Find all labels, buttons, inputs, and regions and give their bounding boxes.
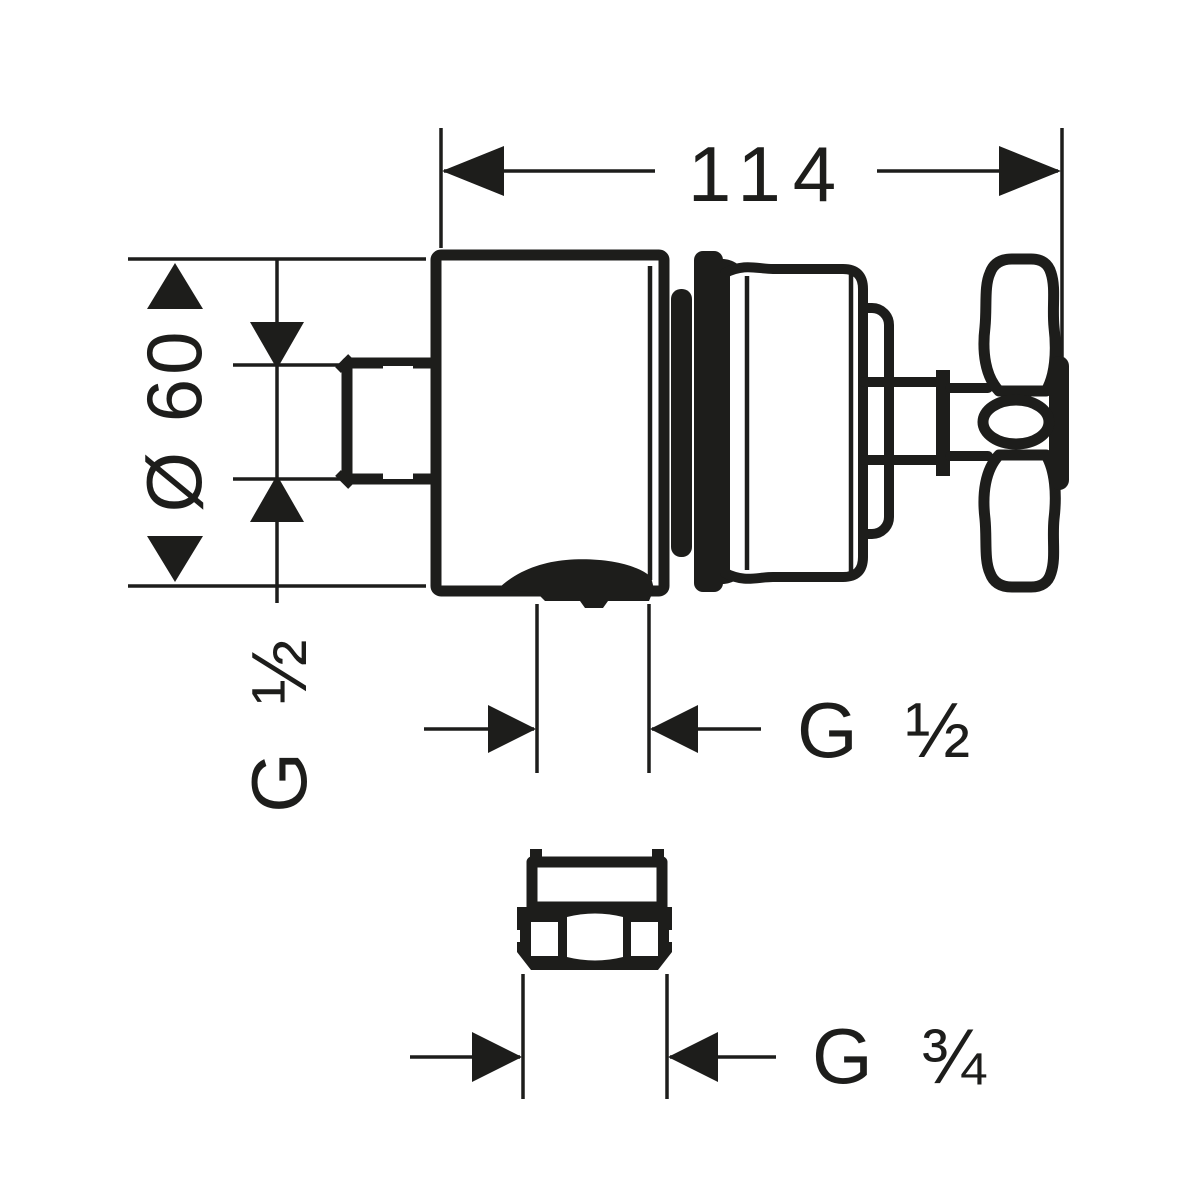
supply-thread-label-rotated: G ½ <box>235 639 323 812</box>
stem-flange <box>936 370 950 476</box>
dimension-diameter-60: Ø 60 <box>128 257 426 588</box>
supply-thread-label: G ½ <box>235 639 323 812</box>
arrowhead-left-icon <box>650 705 698 753</box>
cross-handle <box>977 253 1069 593</box>
hex-facet-left <box>531 922 558 956</box>
valve-body <box>430 249 670 597</box>
hex-facet-center <box>567 913 623 961</box>
supply-nipple <box>341 357 443 485</box>
arrowhead-left-icon <box>442 146 504 196</box>
arrowhead-left-icon <box>668 1032 718 1082</box>
diameter-label-rotated: Ø 60 <box>130 327 218 512</box>
nipple-notch-bottom <box>383 472 413 479</box>
handle-top-arm <box>978 253 1061 397</box>
nut-tab-left <box>530 849 542 859</box>
dimension-width-label: 114 <box>688 130 848 218</box>
nut-nick-left <box>514 930 520 942</box>
nut-collar <box>526 856 668 913</box>
hose-nut-view <box>514 849 675 970</box>
hose-thread-label: G ¾ <box>812 1012 986 1100</box>
dimension-width-114: 114 <box>439 128 1064 362</box>
hex-facet-right <box>631 922 658 956</box>
escutcheon-sleeve <box>720 262 868 584</box>
nipple-chamfer-bottom <box>335 470 354 489</box>
valve-side-view <box>335 249 1069 608</box>
nut-tab-right <box>652 849 664 859</box>
outlet-spout <box>498 559 654 608</box>
handle-bottom-arm <box>978 449 1061 593</box>
arrowhead-down-icon <box>250 322 304 369</box>
arrowhead-down-icon <box>147 536 203 582</box>
nipple-notch-top <box>383 366 413 373</box>
nipple-chamfer-top <box>335 354 354 373</box>
arrowhead-right-icon <box>488 705 536 753</box>
handle-far-arm <box>1049 356 1069 490</box>
arrowhead-up-icon <box>147 263 203 309</box>
dimension-outlet-thread: G ½ <box>424 604 970 774</box>
arrowhead-right-icon <box>472 1032 522 1082</box>
valve-ring <box>671 289 692 557</box>
dimension-hose-thread: G ¾ <box>410 974 986 1100</box>
nut-nick-right <box>669 930 675 942</box>
arrowhead-right-icon <box>999 146 1061 196</box>
outlet-thread-label: G ½ <box>797 686 970 774</box>
handle-hub <box>977 394 1055 450</box>
escutcheon-flange <box>694 251 723 592</box>
dimension-supply-thread: G ½ <box>233 259 346 813</box>
dimension-diameter-label: Ø 60 <box>130 327 218 512</box>
arrowhead-up-icon <box>250 475 304 522</box>
